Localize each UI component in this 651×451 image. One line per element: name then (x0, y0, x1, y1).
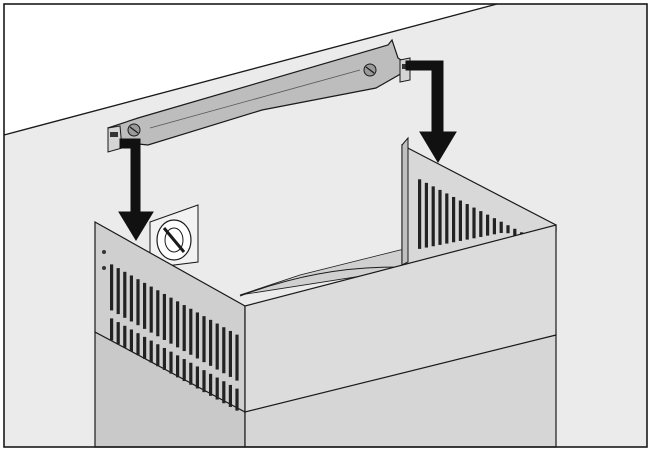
vent-slot (209, 373, 213, 396)
vent-slot (149, 340, 153, 363)
vent-slot (418, 179, 422, 249)
vent-slot (176, 355, 180, 378)
vent-slot (169, 297, 173, 344)
vent-slot (424, 182, 428, 248)
vent-slot (506, 225, 510, 234)
ceiling-edge (3, 3, 498, 136)
vent-slot (110, 318, 114, 341)
vent-slot (176, 301, 180, 348)
vent-slot (195, 366, 199, 389)
vent-slot (149, 286, 153, 333)
vent-slot (116, 322, 120, 345)
vent-slot (136, 279, 140, 326)
vent-slot (116, 268, 120, 315)
vent-slot (215, 377, 219, 400)
vent-slot (189, 362, 193, 385)
vent-slot (222, 381, 226, 404)
vent-slot (143, 336, 147, 359)
vent-slot (202, 370, 206, 393)
arrow-down-icon (405, 60, 457, 163)
vent-slot (182, 305, 186, 352)
vent-slot (499, 221, 503, 233)
vent-slot (136, 333, 140, 356)
vent-slot (486, 214, 490, 236)
vent-slot (110, 264, 114, 311)
vent-slot (129, 329, 133, 352)
vent-slot (156, 290, 160, 337)
vent-slot (228, 330, 232, 377)
vent-slot (202, 316, 206, 363)
vent-slot (465, 204, 469, 240)
figure-frame (3, 3, 648, 448)
vent-slot (123, 325, 127, 348)
vent-slot (235, 388, 239, 411)
vent-slot (162, 293, 166, 340)
vent-slot (458, 200, 462, 241)
chimney-front-panel (244, 224, 557, 413)
vent-slot (195, 312, 199, 359)
vent-slot (169, 351, 173, 374)
vent-slot (438, 189, 442, 245)
vent-slot (235, 334, 239, 381)
vent-slot (222, 327, 226, 374)
vent-slot (215, 323, 219, 370)
screw-right-icon (363, 63, 377, 77)
vent-slot (513, 228, 517, 237)
vent-slot (445, 193, 449, 244)
chimney-left-panel (94, 220, 246, 413)
vent-slot (156, 344, 160, 367)
vent-slot (143, 282, 147, 329)
screw-left-icon (127, 123, 141, 137)
vent-slot (123, 271, 127, 318)
vent-slot (209, 319, 213, 366)
vent-slot (129, 275, 133, 322)
arrow-down-icon (118, 138, 154, 241)
vent-slot (479, 211, 483, 237)
vent-slot (228, 384, 232, 407)
vent-slot (162, 347, 166, 370)
mounting-bracket (107, 38, 411, 153)
vent-slot (452, 196, 456, 243)
power-socket-icon (149, 204, 199, 269)
vent-slot (472, 207, 476, 239)
vent-slot (492, 218, 496, 235)
vent-slot (431, 186, 435, 247)
vent-slot (189, 308, 193, 355)
vent-slot (182, 359, 186, 382)
